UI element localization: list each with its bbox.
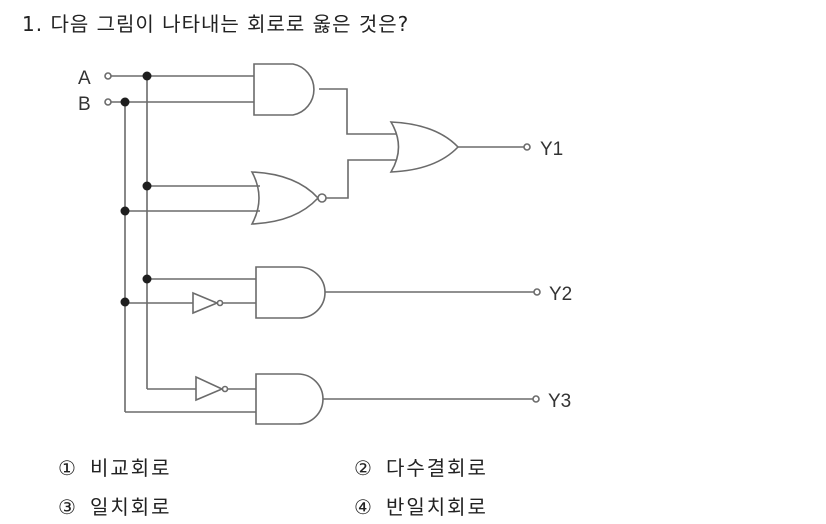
- option-1[interactable]: ① 비교회로: [58, 452, 172, 481]
- junction-dot: [142, 274, 152, 284]
- output-y1-label: Y1: [540, 139, 563, 160]
- option-label: 비교회로: [89, 456, 172, 480]
- output-y2-terminal: [533, 288, 541, 296]
- option-number: ②: [354, 456, 374, 480]
- option-label: 반일치회로: [385, 495, 488, 519]
- not-gate-b: [192, 291, 220, 315]
- output-y3-terminal: [532, 395, 540, 403]
- option-number: ①: [58, 456, 78, 480]
- input-a-terminal: [104, 72, 112, 80]
- junction-dot: [120, 297, 130, 307]
- not-gate-a: [195, 375, 224, 402]
- input-a-label: A: [78, 68, 91, 89]
- or-gate: [389, 121, 460, 173]
- and-gate-3: [255, 373, 324, 425]
- and-gate-2: [255, 266, 326, 319]
- junction-dot: [142, 71, 152, 81]
- junction-dot: [142, 181, 152, 191]
- option-2[interactable]: ② 다수결회로: [354, 452, 488, 481]
- option-4[interactable]: ④ 반일치회로: [354, 491, 488, 520]
- output-y3-label: Y3: [548, 391, 571, 412]
- logic-circuit-diagram: A B Y1 Y2 Y3: [78, 63, 572, 425]
- question-text: 1. 다음 그림이 나타내는 회로로 옳은 것은?: [22, 8, 409, 37]
- option-3[interactable]: ③ 일치회로: [58, 491, 172, 520]
- not-gate-a-bubble: [221, 385, 229, 393]
- nor-gate: [250, 171, 320, 225]
- input-b-label: B: [78, 94, 91, 115]
- option-label: 다수결회로: [385, 456, 488, 480]
- input-b-terminal: [104, 98, 112, 106]
- output-y2-label: Y2: [549, 284, 572, 305]
- question-body: 다음 그림이 나타내는 회로로 옳은 것은?: [50, 12, 410, 36]
- option-label: 일치회로: [89, 495, 172, 519]
- and-gate-1: [253, 63, 315, 116]
- junction-dot: [120, 97, 130, 107]
- option-number: ④: [354, 495, 374, 519]
- junction-dot: [120, 206, 130, 216]
- nor-bubble: [317, 193, 327, 203]
- not-gate-b-bubble: [216, 299, 224, 307]
- output-y1-terminal: [523, 143, 531, 151]
- question-number: 1.: [22, 12, 44, 36]
- option-number: ③: [58, 495, 78, 519]
